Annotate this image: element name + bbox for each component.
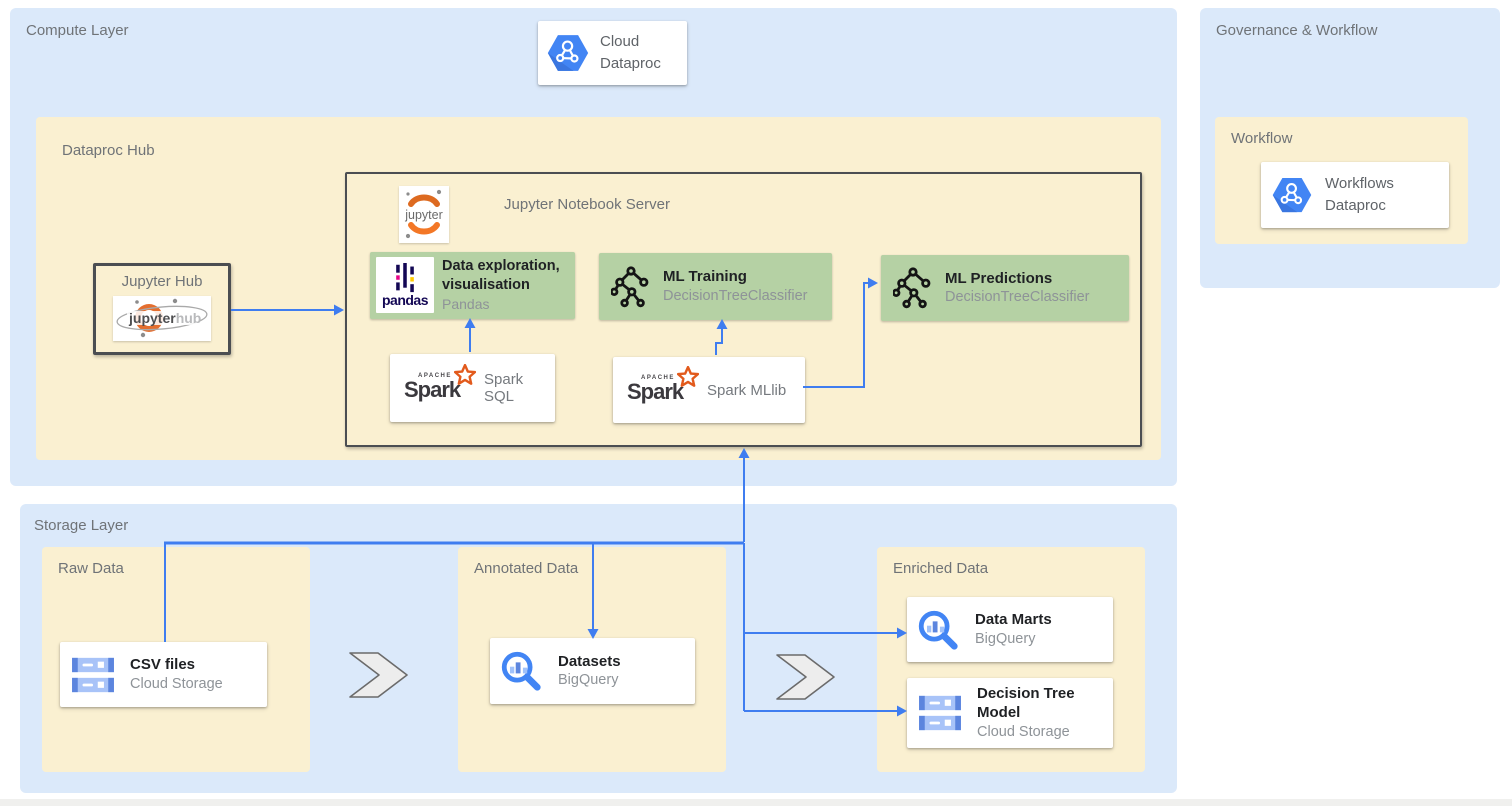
bigquery-icon <box>918 610 958 650</box>
ml-predictions-subtitle: DecisionTreeClassifier <box>945 289 1090 306</box>
jupyter-logo: jupyter <box>399 186 449 243</box>
spark-star-icon <box>454 364 476 385</box>
dataproc-hexagon-icon <box>1272 177 1312 213</box>
csv-files-title: CSV files <box>130 656 196 674</box>
ml-predictions-title: ML Predictions <box>945 269 1053 287</box>
spark-word: Spark <box>404 377 461 402</box>
spark-star-icon <box>677 366 699 387</box>
workflow-zone: Workflow Workflows Dataproc <box>1215 117 1468 244</box>
cloud-dataproc-node: Cloud Dataproc <box>538 21 687 85</box>
ml-predictions-node: ML Predictions DecisionTreeClassifier <box>881 255 1129 321</box>
data-marts-title: Data Marts <box>975 611 1052 629</box>
annotated-data-label: Annotated Data <box>474 560 579 577</box>
governance-workflow-panel: Governance & Workflow Workflow Wor <box>1200 8 1500 288</box>
jupyter-notebook-server-box: Jupyter Notebook Server jupyter <box>345 172 1142 447</box>
jupyter-hub-label: Jupyter Hub <box>121 273 203 290</box>
governance-workflow-label: Governance & Workflow <box>1216 22 1378 39</box>
pandas-node: pandas Data exploration, visualisation P… <box>370 252 575 319</box>
raw-data-label: Raw Data <box>58 560 124 577</box>
decision-tree-model-subtitle: Cloud Storage <box>977 724 1070 741</box>
csv-files-node: CSV files Cloud Storage <box>60 642 267 707</box>
jupyter-notebook-server-label: Jupyter Notebook Server <box>504 196 670 213</box>
cloud-storage-icon <box>919 695 961 731</box>
datasets-title: Datasets <box>558 652 621 670</box>
cloud-storage-icon <box>72 657 114 692</box>
page-bottom-edge <box>0 799 1512 806</box>
csv-files-subtitle: Cloud Storage <box>130 675 223 692</box>
jupyter-hub-node: Jupyter Hub jupyterhub <box>93 263 231 355</box>
datasets-subtitle: BigQuery <box>558 672 619 689</box>
pandas-title: Data exploration, visualisation <box>442 258 560 294</box>
raw-data-zone: Raw Data <box>42 547 310 772</box>
decision-tree-model-title: Decision Tree Model <box>977 684 1075 722</box>
cloud-dataproc-label: Cloud Dataproc <box>600 33 661 72</box>
data-marts-subtitle: BigQuery <box>975 630 1036 647</box>
spark-sql-label: Spark SQL <box>484 371 524 405</box>
apache-spark-logo: APACHE Spark <box>623 366 701 411</box>
enriched-data-label: Enriched Data <box>893 560 989 577</box>
jupyter-word: jupyter <box>404 208 443 222</box>
ml-training-node: ML Training DecisionTreeClassifier <box>599 253 832 320</box>
apache-word: APACHE <box>418 373 452 379</box>
spark-word: Spark <box>627 379 684 404</box>
pandas-logo: pandas <box>376 257 434 313</box>
spark-mllib-node: APACHE Spark Spark MLlib <box>613 357 805 423</box>
jupyterhub-word-hub: hub <box>176 310 202 326</box>
dataproc-hub-label: Dataproc Hub <box>62 142 155 159</box>
bigquery-icon <box>501 651 541 691</box>
decision-tree-model-node: Decision Tree Model Cloud Storage <box>907 678 1113 748</box>
spark-mllib-label: Spark MLlib <box>707 381 787 399</box>
pandas-word: pandas <box>381 292 429 308</box>
apache-spark-logo: APACHE Spark <box>400 364 478 409</box>
enriched-data-zone: Enriched Data Data Marts BigQuery <box>877 547 1145 772</box>
datasets-node: Datasets BigQuery <box>490 638 695 704</box>
workflow-label: Workflow <box>1231 130 1293 147</box>
data-marts-node: Data Marts BigQuery <box>907 597 1113 662</box>
jupyterhub-logo: jupyterhub <box>113 296 211 341</box>
decision-tree-icon <box>893 267 931 309</box>
compute-layer-label: Compute Layer <box>26 22 129 39</box>
annotated-data-zone: Annotated Data Datasets BigQuery <box>458 547 726 772</box>
spark-sql-node: APACHE Spark Spark SQL <box>390 354 555 422</box>
ml-training-title: ML Training <box>663 268 747 286</box>
svg-text:jupyterhub: jupyterhub <box>128 310 201 326</box>
storage-layer-label: Storage Layer <box>34 517 129 534</box>
workflows-dataproc-label: Workflows Dataproc <box>1325 175 1394 214</box>
storage-layer-panel: Storage Layer Raw Data <box>20 504 1177 793</box>
decision-tree-icon <box>611 265 649 307</box>
dataproc-hexagon-icon <box>547 35 589 71</box>
apache-word: APACHE <box>641 375 675 381</box>
pandas-subtitle: Pandas <box>442 296 490 313</box>
ml-training-subtitle: DecisionTreeClassifier <box>663 287 808 304</box>
workflows-dataproc-node: Workflows Dataproc <box>1261 162 1449 228</box>
jupyterhub-word-jupyter: jupyter <box>128 310 176 326</box>
